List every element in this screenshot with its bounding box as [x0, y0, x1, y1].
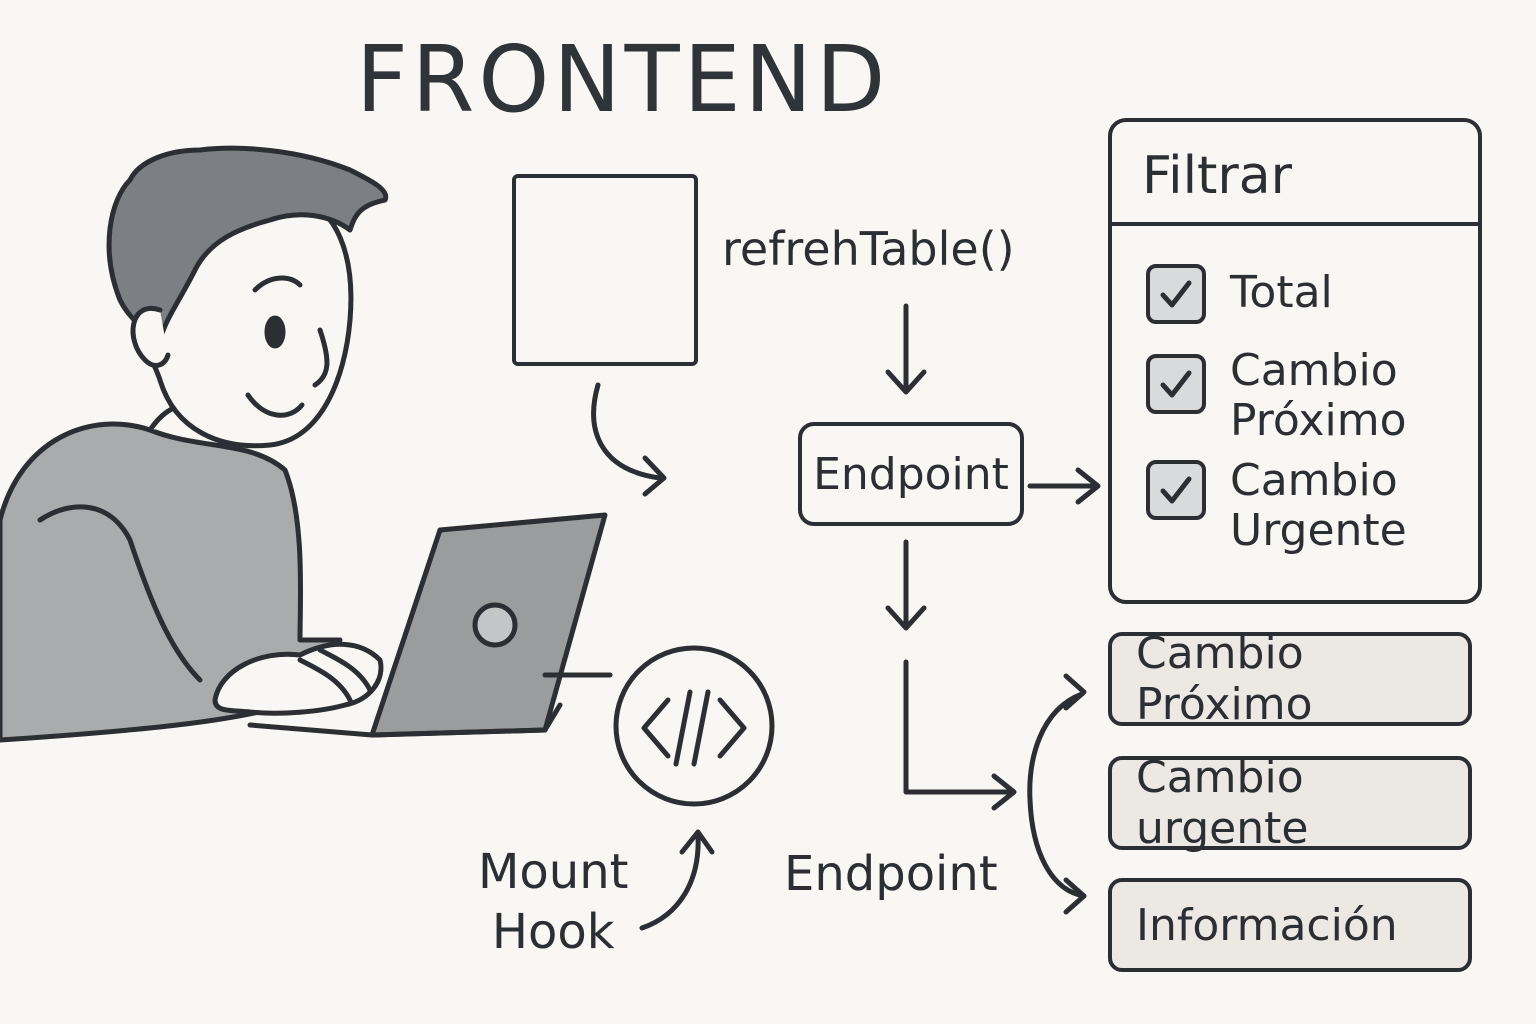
mount-hook-line2: Hook	[491, 904, 615, 960]
check-icon	[1160, 280, 1192, 308]
informacion-button[interactable]: Información	[1108, 878, 1472, 972]
cambio-proximo-button[interactable]: Cambio Próximo	[1108, 628, 1472, 730]
code-icon	[613, 645, 775, 807]
button-label: Información	[1136, 899, 1398, 951]
filter-option-label: Cambio	[1230, 345, 1398, 396]
checkbox-cambio-proximo[interactable]	[1146, 354, 1206, 414]
developer-illustration	[0, 145, 613, 743]
filter-option-label: Cambio	[1230, 455, 1398, 506]
check-icon	[1160, 370, 1192, 398]
function-call-label: refrehTable()	[722, 222, 1015, 276]
cambio-urgente-button[interactable]: Cambio urgente	[1108, 752, 1472, 854]
filter-option-total[interactable]: Total	[1146, 264, 1333, 324]
filter-option-label: Total	[1230, 267, 1333, 318]
mount-hook-line1: Mount	[478, 844, 629, 900]
checkbox-total[interactable]	[1146, 264, 1206, 324]
checkbox-cambio-urgente[interactable]	[1146, 460, 1206, 520]
check-icon	[1160, 476, 1192, 504]
mount-hook-label: Mount Hook	[478, 842, 628, 962]
button-label: Cambio urgente	[1136, 752, 1309, 854]
arrow-icon	[591, 303, 1101, 931]
page-title: FRONTEND	[356, 26, 890, 133]
filter-option-label: Urgente	[1230, 505, 1407, 556]
endpoint-box-label: Endpoint	[813, 448, 1009, 500]
filter-option-cambio-proximo[interactable]: Cambio Próximo	[1146, 346, 1407, 446]
filter-divider	[1112, 222, 1478, 226]
filter-option-label: Próximo	[1230, 395, 1407, 446]
filter-title: Filtrar	[1142, 146, 1293, 206]
endpoint-box[interactable]: Endpoint	[798, 422, 1024, 526]
vue-logo-box	[512, 174, 698, 366]
endpoint-bottom-label: Endpoint	[784, 846, 998, 902]
button-label: Cambio Próximo	[1136, 628, 1313, 730]
filter-option-cambio-urgente[interactable]: Cambio Urgente	[1146, 456, 1407, 556]
filter-panel: Filtrar Total Cambio Próximo Cambio Urge…	[1108, 118, 1482, 604]
